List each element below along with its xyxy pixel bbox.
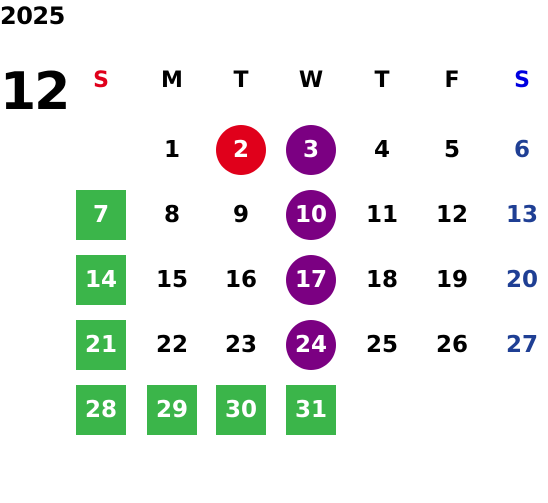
weekday-header: T (374, 67, 390, 93)
day-cell[interactable]: 12 (435, 202, 468, 228)
day-cell[interactable]: 23 (224, 332, 257, 358)
day-cell[interactable]: 25 (365, 332, 398, 358)
day-cell[interactable]: 16 (224, 267, 257, 293)
day-cell-green-square[interactable]: 30 (216, 385, 266, 435)
day-cell-purple-circle[interactable]: 24 (286, 320, 336, 370)
day-cell-green-square[interactable]: 28 (76, 385, 126, 435)
day-cell-green-square[interactable]: 31 (286, 385, 336, 435)
day-cell-saturday[interactable]: 6 (513, 137, 530, 163)
day-cell-purple-circle[interactable]: 10 (286, 190, 336, 240)
day-cell-green-square[interactable]: 21 (76, 320, 126, 370)
day-cell[interactable]: 18 (365, 267, 398, 293)
day-cell-saturday[interactable]: 20 (505, 267, 538, 293)
day-cell[interactable]: 8 (163, 202, 180, 228)
weekday-header: M (161, 67, 183, 93)
weekday-header: W (298, 67, 324, 93)
day-cell-green-square[interactable]: 14 (76, 255, 126, 305)
day-cell[interactable]: 26 (435, 332, 468, 358)
day-cell-saturday[interactable]: 27 (505, 332, 538, 358)
weekday-header: S (514, 67, 530, 93)
calendar-month: 12 (0, 62, 70, 122)
day-cell-purple-circle[interactable]: 17 (286, 255, 336, 305)
day-cell-red-circle[interactable]: 2 (216, 125, 266, 175)
day-cell[interactable]: 1 (163, 137, 180, 163)
day-cell[interactable]: 15 (155, 267, 188, 293)
day-cell[interactable]: 19 (435, 267, 468, 293)
weekday-header: S (93, 67, 109, 93)
weekday-header: F (444, 67, 460, 93)
day-cell-green-square[interactable]: 29 (147, 385, 197, 435)
day-cell-purple-circle[interactable]: 3 (286, 125, 336, 175)
day-cell-saturday[interactable]: 13 (505, 202, 538, 228)
day-cell[interactable]: 11 (365, 202, 398, 228)
weekday-header: T (233, 67, 249, 93)
day-cell[interactable]: 4 (373, 137, 390, 163)
day-cell[interactable]: 22 (155, 332, 188, 358)
day-cell[interactable]: 9 (232, 202, 249, 228)
day-cell-green-square[interactable]: 7 (76, 190, 126, 240)
day-cell[interactable]: 5 (443, 137, 460, 163)
calendar-year: 2025 (0, 2, 65, 30)
